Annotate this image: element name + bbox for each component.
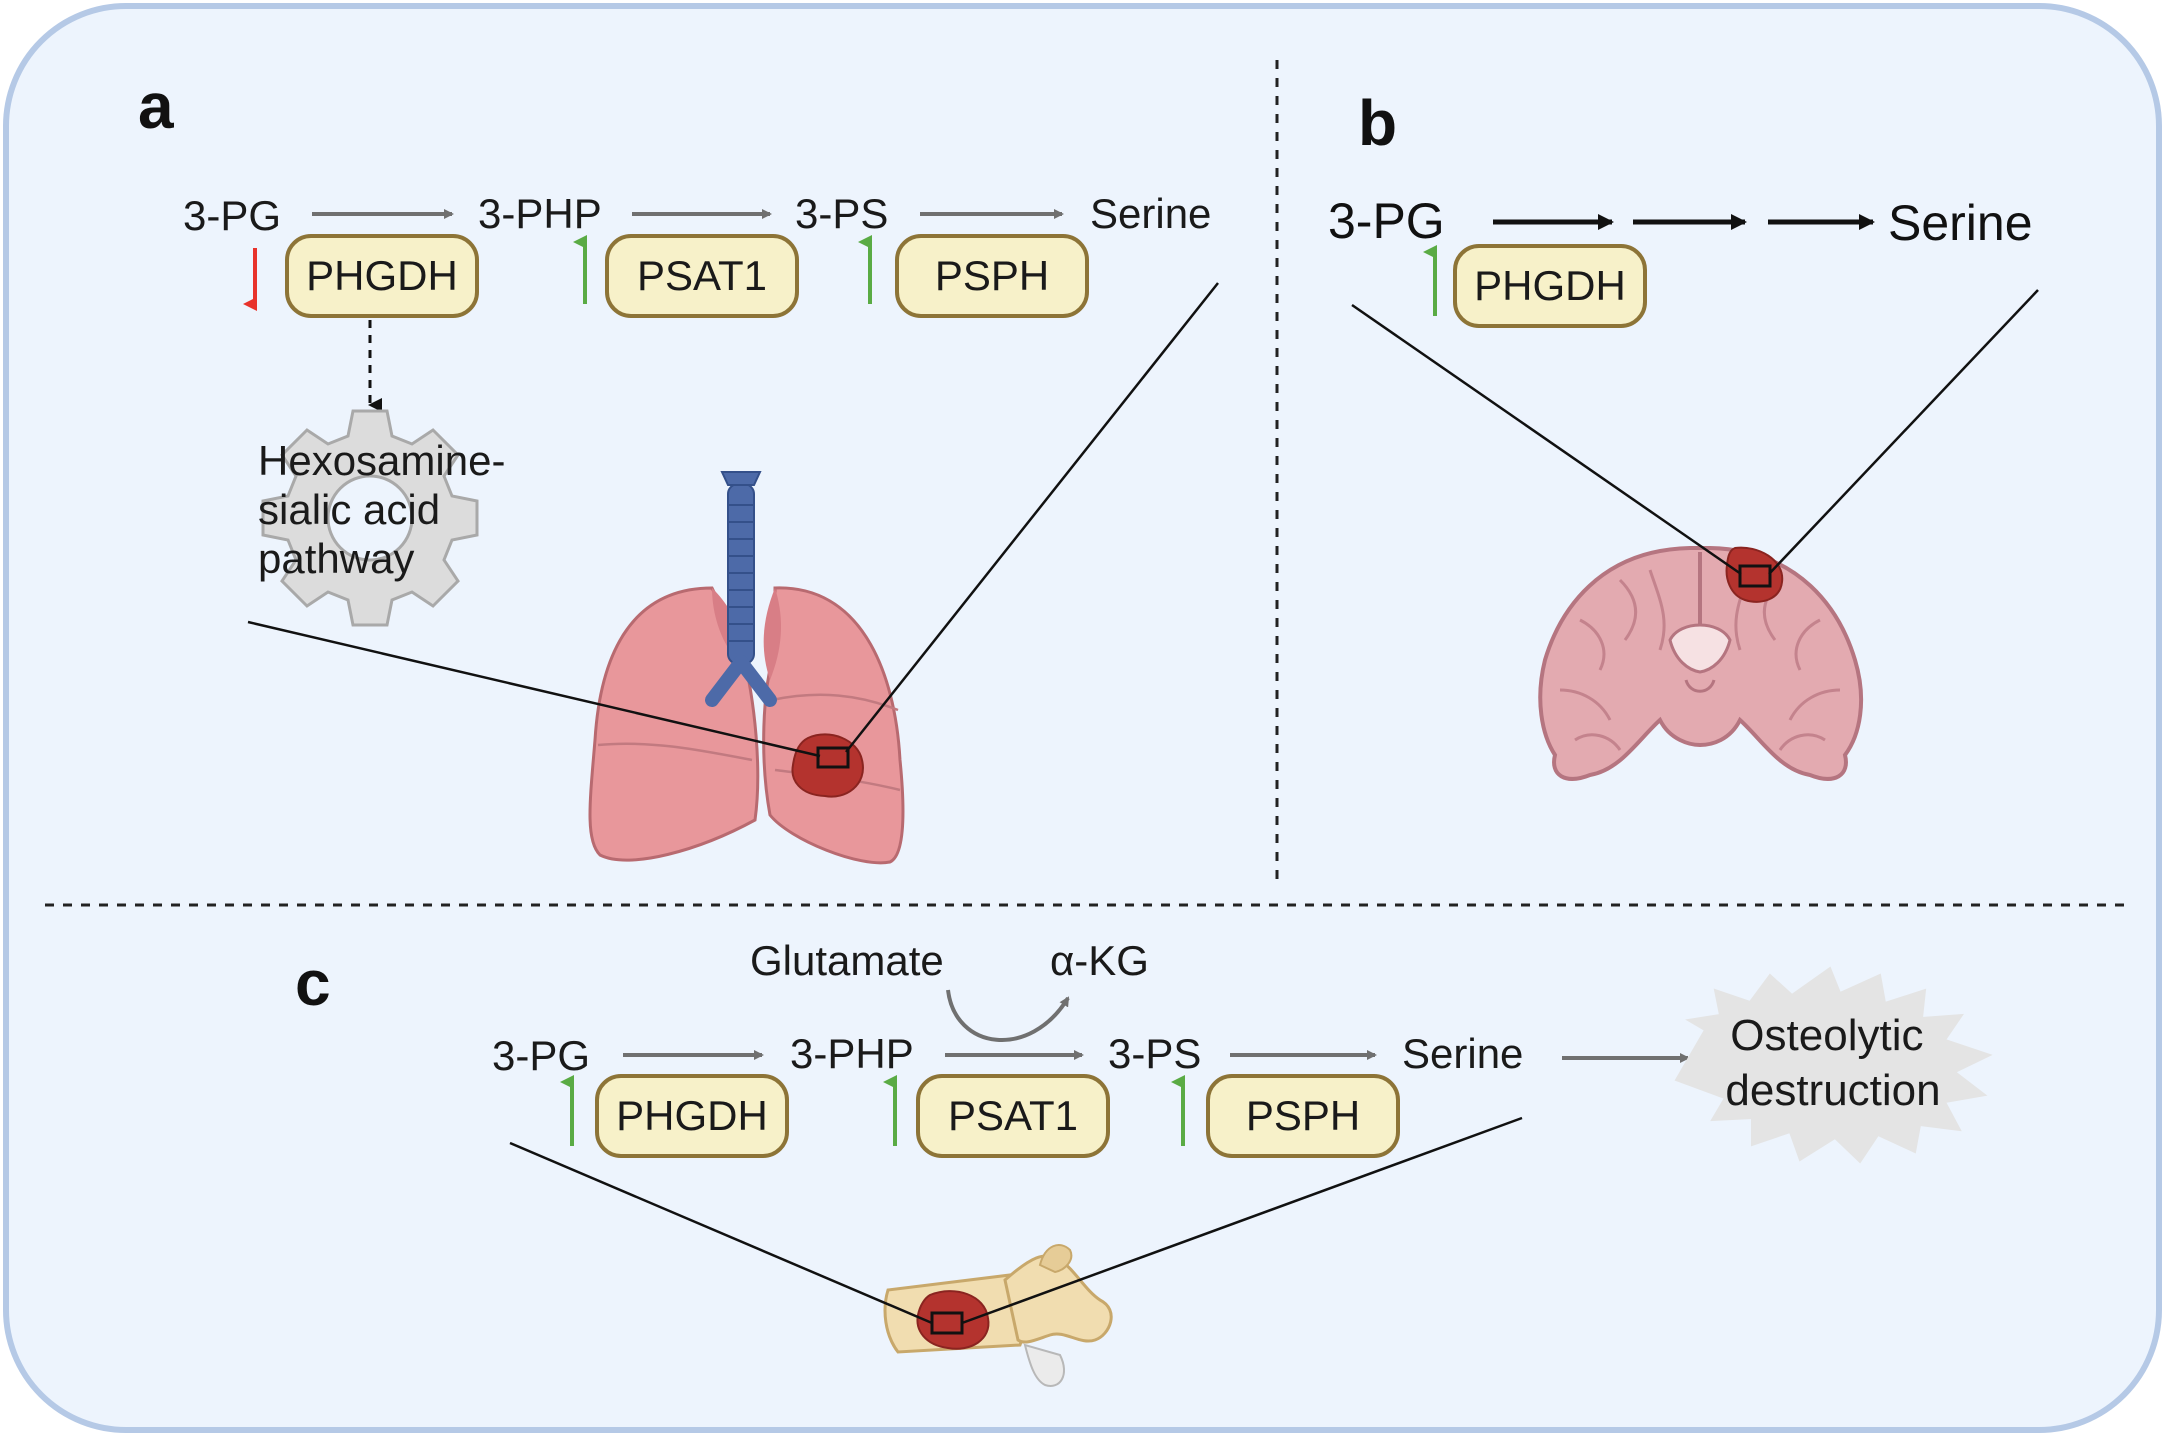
- panel-c-enzyme-phgdh-box: [595, 1074, 789, 1158]
- panel-c: c Glutamate α-KG 3-PG 3-PHP 3-PS Serine …: [295, 937, 1993, 1387]
- panel-b-start: 3-PG: [1328, 193, 1445, 249]
- panel-a-pathway-label: Hexosamine- sialic acid pathway: [258, 437, 517, 582]
- panel-c-zoom-line-left: [509, 1141, 933, 1325]
- panel-a: a 3-PG 3-PHP 3-PS Serine PHGDH PSAT1 PSP…: [138, 70, 1219, 865]
- panel-c-letter: c: [295, 947, 331, 1019]
- panel-a-enzyme-psat1-box: [605, 234, 799, 318]
- panel-c-substrate-3pg: 3-PG: [492, 1032, 590, 1079]
- panel-c-enzyme-psat1-box: [916, 1074, 1110, 1158]
- panel-c-substrate-serine: Serine: [1402, 1030, 1523, 1077]
- figure-frame: [3, 3, 2162, 1433]
- panel-a-tumor: [791, 733, 864, 798]
- panel-c-substrate-3php: 3-PHP: [790, 1030, 914, 1077]
- panel-a-zoom-line-left: [247, 620, 821, 758]
- panel-b-letter: b: [1358, 87, 1397, 159]
- panel-a-zoom-line-right: [845, 282, 1219, 753]
- gear-icon: [261, 409, 479, 627]
- panel-a-enzyme-psph-box: [895, 234, 1089, 318]
- panel-c-tumor: [916, 1290, 990, 1350]
- panel-a-letter: a: [138, 70, 174, 142]
- lung-icon: [588, 471, 905, 865]
- panel-c-enzyme-psph: PSPH: [1246, 1092, 1360, 1139]
- panel-b-enzyme-phgdh-box: [1453, 244, 1647, 328]
- panel-c-outcome-line-1: Osteolytic: [1730, 1011, 1923, 1060]
- panel-b-enzyme-phgdh: PHGDH: [1474, 262, 1626, 309]
- panel-c-enzyme-psph-box: [1206, 1074, 1400, 1158]
- panel-c-cofactor-arrow: [946, 989, 1070, 1042]
- panel-a-substrate-3ps: 3-PS: [795, 190, 888, 237]
- panel-c-substrate-3ps: 3-PS: [1108, 1030, 1201, 1077]
- panel-b-end: Serine: [1888, 195, 2033, 251]
- panel-a-enzyme-phgdh: PHGDH: [306, 252, 458, 299]
- panel-a-substrate-3pg: 3-PG: [183, 192, 281, 239]
- panel-b-zoom-line-left: [1351, 303, 1742, 576]
- burst-icon: [1674, 966, 1993, 1164]
- panel-a-pathway-line-3: pathway: [258, 535, 414, 582]
- panel-a-enzyme-phgdh-box: [285, 234, 479, 318]
- panel-a-pathway-line-2: sialic acid: [258, 486, 440, 533]
- panel-c-enzyme-phgdh: PHGDH: [616, 1092, 768, 1139]
- panel-c-cofactor-out: α-KG: [1050, 937, 1149, 984]
- panel-c-cofactor-in: Glutamate: [750, 937, 944, 984]
- panel-a-enzyme-psat1: PSAT1: [637, 252, 767, 299]
- brain-icon: [1538, 546, 1864, 781]
- panel-c-enzyme-psat1: PSAT1: [948, 1092, 1078, 1139]
- panel-a-pathway-line-1: Hexosamine-: [258, 437, 505, 484]
- panel-c-zoom-line-right: [961, 1116, 1523, 1325]
- panel-b-zoom-line-right: [1768, 289, 2039, 575]
- panel-b: b 3-PG Serine PHGDH: [1328, 87, 2039, 781]
- panel-b-tumor: [1725, 546, 1784, 603]
- panel-a-enzyme-psph: PSPH: [935, 252, 1049, 299]
- panel-c-outcome: Osteolytic destruction: [1725, 1011, 1940, 1115]
- panel-c-outcome-line-2: destruction: [1725, 1066, 1940, 1115]
- panel-a-substrate-3php: 3-PHP: [478, 190, 602, 237]
- panel-a-substrate-serine: Serine: [1090, 190, 1211, 237]
